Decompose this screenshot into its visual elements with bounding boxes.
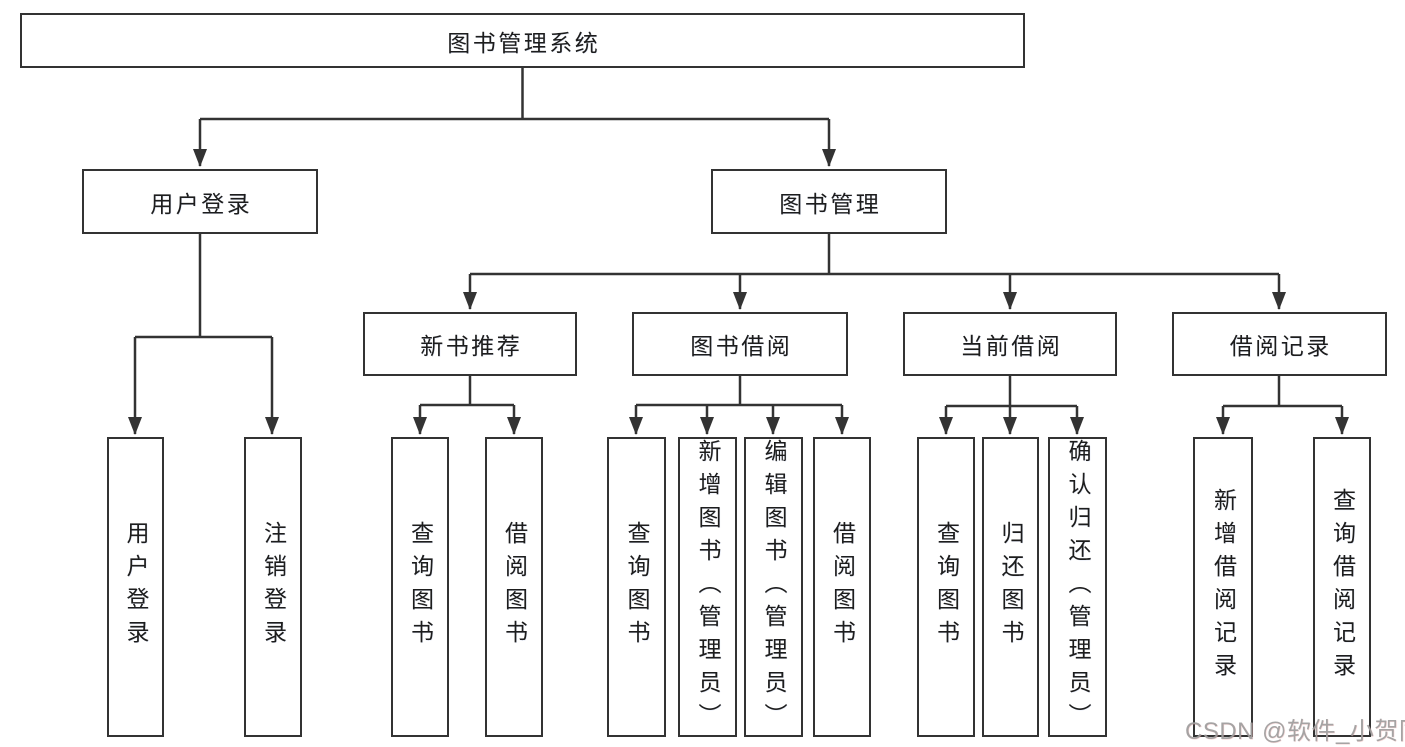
node-borrow-records: 借阅记录: [1172, 312, 1387, 376]
leaf-rec-borrow-book: 借阅图书: [485, 437, 543, 737]
leaf-br-query-record: 查询借阅记录: [1313, 437, 1371, 737]
leaf-rec-query-book-label: 查询图书: [407, 521, 434, 653]
leaf-bb-add-book: 新增图书（管理员）: [678, 437, 737, 737]
rail-borrow-records: [1223, 376, 1342, 408]
leaf-bb-edit-book: 编辑图书（管理员）: [744, 437, 803, 737]
leaf-user-login-label: 用户登录: [123, 521, 149, 653]
leaf-bb-add-book-label: 新增图书（管理员）: [695, 438, 721, 736]
node-user-login-label: 用户登录: [150, 190, 253, 217]
rail-book-mgmt: [470, 234, 1279, 276]
rail-root: [200, 68, 829, 121]
leaf-cb-query-book: 查询图书: [917, 437, 975, 737]
node-book-mgmt-label: 图书管理: [779, 190, 882, 217]
leaf-rec-query-book: 查询图书: [391, 437, 449, 737]
rail-current-borrow: [946, 376, 1077, 408]
node-user-login: 用户登录: [82, 169, 318, 234]
leaf-cb-return-book-label: 归还图书: [998, 521, 1024, 653]
leaf-logout: 注销登录: [244, 437, 302, 737]
leaf-cb-confirm-return-label: 确认归还（管理员）: [1065, 438, 1091, 736]
leaf-bb-borrow-book-label: 借阅图书: [829, 521, 856, 653]
node-book-borrow-label: 图书借阅: [690, 333, 793, 359]
csdn-watermark: CSDN @软件_小贺同学: [1185, 718, 1405, 745]
leaf-cb-return-book: 归还图书: [982, 437, 1039, 737]
node-root: 图书管理系统: [20, 13, 1025, 68]
leaf-user-login: 用户登录: [107, 437, 164, 737]
leaf-bb-query-book-label: 查询图书: [624, 521, 650, 653]
leaf-br-query-record-label: 查询借阅记录: [1329, 488, 1356, 686]
node-book-borrow: 图书借阅: [632, 312, 848, 376]
leaf-bb-query-book: 查询图书: [607, 437, 666, 737]
node-current-borrow: 当前借阅: [903, 312, 1117, 376]
leaf-cb-confirm-return: 确认归还（管理员）: [1048, 437, 1107, 737]
node-new-book-rec: 新书推荐: [363, 312, 577, 376]
node-new-book-rec-label: 新书推荐: [420, 333, 523, 359]
rail-user-login: [135, 234, 272, 339]
leaf-rec-borrow-book-label: 借阅图书: [501, 521, 528, 653]
leaf-br-add-record: 新增借阅记录: [1193, 437, 1253, 737]
leaf-bb-borrow-book: 借阅图书: [813, 437, 871, 737]
node-root-label: 图书管理系统: [447, 29, 601, 56]
leaf-cb-query-book-label: 查询图书: [933, 521, 960, 653]
rail-new-book-rec: [420, 376, 514, 407]
leaf-bb-edit-book-label: 编辑图书（管理员）: [761, 438, 787, 736]
leaf-br-add-record-label: 新增借阅记录: [1210, 488, 1237, 686]
node-book-mgmt: 图书管理: [711, 169, 947, 234]
node-borrow-records-label: 借阅记录: [1229, 333, 1332, 359]
node-current-borrow-label: 当前借阅: [960, 333, 1063, 359]
rail-book-borrow: [636, 376, 842, 407]
leaf-logout-label: 注销登录: [260, 521, 287, 653]
